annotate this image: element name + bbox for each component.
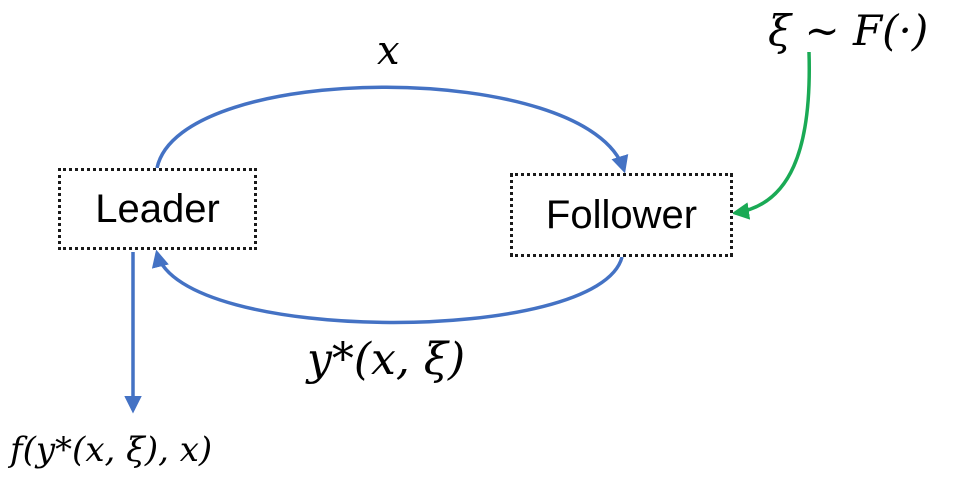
leader-node: Leader xyxy=(58,168,257,250)
random-to-follower-arrow xyxy=(731,51,812,220)
leader-label: Leader xyxy=(95,186,220,231)
leader-to-follower-arrow xyxy=(155,85,629,174)
follower-to-leader-arrow xyxy=(151,249,624,325)
follower-label: Follower xyxy=(545,192,698,237)
leader-objective-label: f(y*(x, ξ), x) xyxy=(10,430,213,470)
decision-variable-label: x xyxy=(377,28,400,74)
follower-node: Follower xyxy=(510,173,733,257)
follower-response-label: y*(x, ξ) xyxy=(307,334,466,385)
random-variable-label: ξ ∼ F(·) xyxy=(768,6,929,55)
